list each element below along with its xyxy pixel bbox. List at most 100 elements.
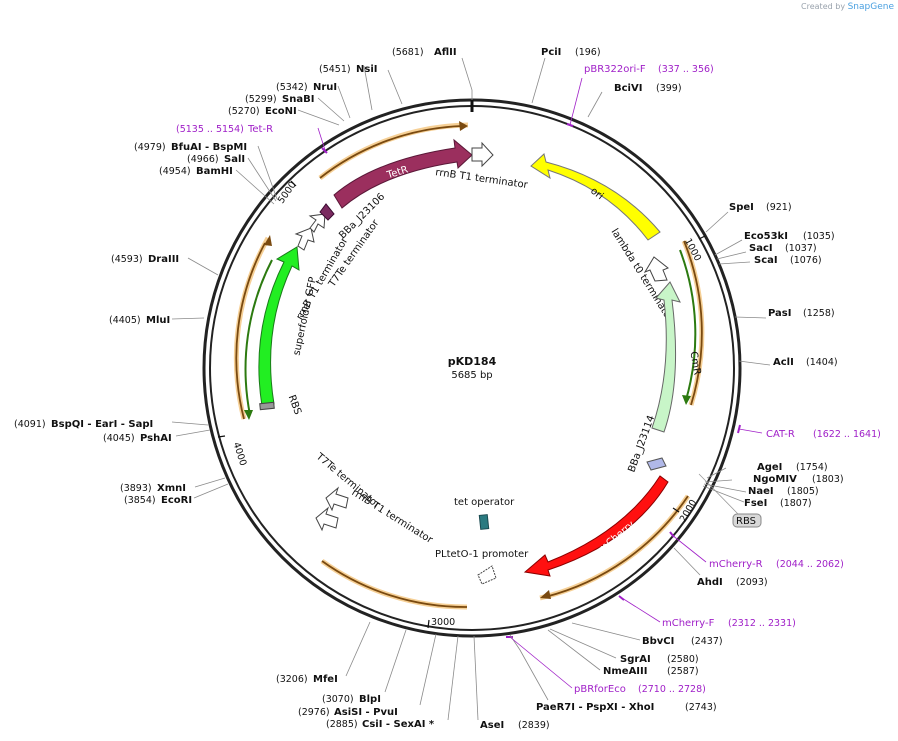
- site-csii-sexai[interactable]: (2885)CsiI - SexAI *: [326, 719, 435, 730]
- site-nsii[interactable]: (5451)NsiI: [319, 64, 377, 75]
- primer-cat-r[interactable]: CAT-R(1622 .. 1641): [766, 429, 881, 440]
- site-agei[interactable]: AgeI(1754): [757, 462, 828, 473]
- svg-text:BciVI: BciVI: [614, 83, 642, 94]
- site-ngomiv[interactable]: NgoMIV(1803): [753, 474, 844, 485]
- svg-text:ScaI: ScaI: [754, 255, 778, 266]
- tet-operator-feature[interactable]: [478, 514, 490, 530]
- svg-text:Tet-R: Tet-R: [247, 124, 273, 135]
- t7te-left-feature[interactable]: [308, 213, 326, 233]
- green-arc-gfp: [244, 259, 273, 416]
- pltet-promoter-feature[interactable]: [477, 565, 497, 585]
- svg-text:(3854): (3854): [124, 495, 156, 506]
- orf-arrowhead-gfp: [264, 235, 272, 246]
- site-labels: (5681)AflII PciI (196) BciVI (399) SpeI(92…: [14, 47, 844, 731]
- svg-text:MluI: MluI: [146, 315, 170, 326]
- site-bfuai-bspmi[interactable]: (4979)BfuAI - BspMI: [134, 142, 247, 153]
- svg-text:NruI: NruI: [313, 82, 337, 93]
- svg-text:(5270): (5270): [228, 106, 260, 117]
- site-mlui[interactable]: (4405)MluI: [109, 315, 170, 326]
- primer-tet-r[interactable]: (5135 .. 5154)Tet-R: [176, 124, 273, 135]
- site-pshai[interactable]: (4045)PshAI: [103, 433, 172, 444]
- tet-operator-label: tet operator: [454, 497, 515, 508]
- site-aflii[interactable]: (5681)AflII: [392, 47, 457, 58]
- site-saci[interactable]: SacI(1037): [749, 243, 817, 254]
- site-asei[interactable]: AseI(2839): [480, 720, 550, 731]
- svg-text:(5342): (5342): [276, 82, 308, 93]
- site-scai[interactable]: ScaI(1076): [754, 255, 822, 266]
- site-blpi[interactable]: (3070)BlpI: [322, 694, 381, 705]
- rrnb-left-feature[interactable]: [294, 227, 315, 251]
- plasmid-size: 5685 bp: [451, 370, 492, 381]
- site-econi[interactable]: (5270)EcoNI: [228, 106, 297, 117]
- svg-text:SgrAI: SgrAI: [620, 654, 651, 665]
- site-acli[interactable]: AclI(1404): [773, 357, 838, 368]
- rbs-left-label: RBS: [286, 394, 303, 417]
- site-ecori[interactable]: (3854)EcoRI: [124, 495, 192, 506]
- svg-text:BfuAI - BspMI: BfuAI - BspMI: [171, 142, 247, 153]
- tetr-feature[interactable]: [333, 138, 473, 209]
- t7te-bottom-feature[interactable]: [315, 506, 339, 532]
- svg-text:FseI: FseI: [744, 498, 767, 509]
- site-bbvci[interactable]: BbvCI(2437): [642, 636, 723, 647]
- ori-feature[interactable]: [530, 153, 661, 241]
- svg-text:PciI: PciI: [541, 47, 561, 58]
- svg-text:(3206): (3206): [276, 674, 308, 685]
- site-ahdi[interactable]: AhdI(2093): [697, 577, 768, 588]
- site-bspqi-eari-sapi[interactable]: (4091)BspQI - EarI - SapI: [14, 419, 153, 430]
- rrnb-bottom-label: rrnB T1 terminator: [350, 487, 435, 546]
- site-bcivi[interactable]: BciVI (399): [614, 83, 682, 94]
- site-spei[interactable]: SpeI(921): [729, 202, 792, 213]
- site-draiii[interactable]: (4593)DraIII: [111, 254, 179, 265]
- orf-arrowhead-tetr: [459, 121, 468, 131]
- svg-text:SnaBI: SnaBI: [282, 94, 314, 105]
- svg-text:NsiI: NsiI: [356, 64, 377, 75]
- svg-text:BlpI: BlpI: [359, 694, 381, 705]
- sfgfp-feature[interactable]: [258, 246, 300, 407]
- rbs-badge[interactable]: [732, 513, 762, 528]
- site-pcii[interactable]: PciI (196): [541, 47, 601, 58]
- plasmid-name: pKD184: [448, 355, 497, 368]
- svg-text:PaeR7I - PspXI - XhoI: PaeR7I - PspXI - XhoI: [536, 702, 654, 713]
- mcherry-feature[interactable]: [523, 475, 669, 577]
- bba-j23106-feature[interactable]: [319, 203, 335, 221]
- site-sgrai[interactable]: SgrAI(2580): [620, 654, 699, 665]
- site-nrui[interactable]: (5342) NruI: [276, 82, 337, 93]
- lambda-t0-feature[interactable]: [643, 256, 669, 282]
- rrnb-top-feature[interactable]: [471, 141, 494, 168]
- site-paer7i-pspxi-xhoi[interactable]: PaeR7I - PspXI - XhoI(2743): [536, 702, 717, 713]
- site-mfei[interactable]: (3206) MfeI: [276, 674, 338, 685]
- site-bamhi[interactable]: (4954)BamHI: [159, 166, 233, 177]
- svg-text:(196): (196): [575, 47, 601, 58]
- svg-text:AclI: AclI: [773, 357, 794, 368]
- svg-text:(1622 .. 1641): (1622 .. 1641): [813, 429, 881, 440]
- svg-text:BamHI: BamHI: [196, 166, 233, 177]
- site-nmeaiii[interactable]: NmeAIII(2587): [603, 666, 699, 677]
- svg-text:(4966): (4966): [187, 154, 219, 165]
- orf-arc-tetr: [319, 125, 463, 179]
- pltet-promoter-label: PLtetO-1 promoter: [435, 549, 529, 560]
- site-xmni[interactable]: (3893)XmnI: [120, 483, 186, 494]
- svg-text:PasI: PasI: [768, 308, 791, 319]
- site-naei[interactable]: NaeI(1805): [748, 486, 819, 497]
- orf-arc-gfp: [235, 242, 266, 420]
- site-eco53ki[interactable]: Eco53kI(1035): [744, 231, 835, 242]
- svg-text:(5135 .. 5154): (5135 .. 5154): [176, 124, 244, 135]
- primer-mcherry-f[interactable]: mCherry-F(2312 .. 2331): [662, 618, 796, 629]
- bba-j23114-feature[interactable]: [646, 457, 667, 471]
- rbs-left-feature[interactable]: [259, 401, 275, 411]
- primer-pbr322ori-f[interactable]: pBR322ori-F(337 .. 356): [584, 64, 714, 75]
- primer-pbrforeco[interactable]: pBRforEco(2710 .. 2728): [574, 684, 706, 695]
- site-sali[interactable]: (4966)SalI: [187, 154, 245, 165]
- svg-text:AhdI: AhdI: [697, 577, 723, 588]
- cmr-feature[interactable]: [651, 281, 681, 433]
- svg-text:MfeI: MfeI: [313, 674, 338, 685]
- rrnb-bottom-feature[interactable]: [325, 486, 349, 512]
- site-pasi[interactable]: PasI(1258): [768, 308, 835, 319]
- svg-text:(399): (399): [656, 83, 682, 94]
- site-fsei[interactable]: FseI(1807): [744, 498, 812, 509]
- site-asisi-pvui[interactable]: (2976)AsiSI - PvuI: [298, 707, 398, 718]
- primer-labels: pBR322ori-F(337 .. 356) CAT-R(1622 .. 16…: [176, 64, 881, 695]
- primer-mcherry-r[interactable]: mCherry-R(2044 .. 2062): [709, 559, 844, 570]
- site-snabi[interactable]: (5299)SnaBI: [245, 94, 314, 105]
- svg-text:BbvCI: BbvCI: [642, 636, 674, 647]
